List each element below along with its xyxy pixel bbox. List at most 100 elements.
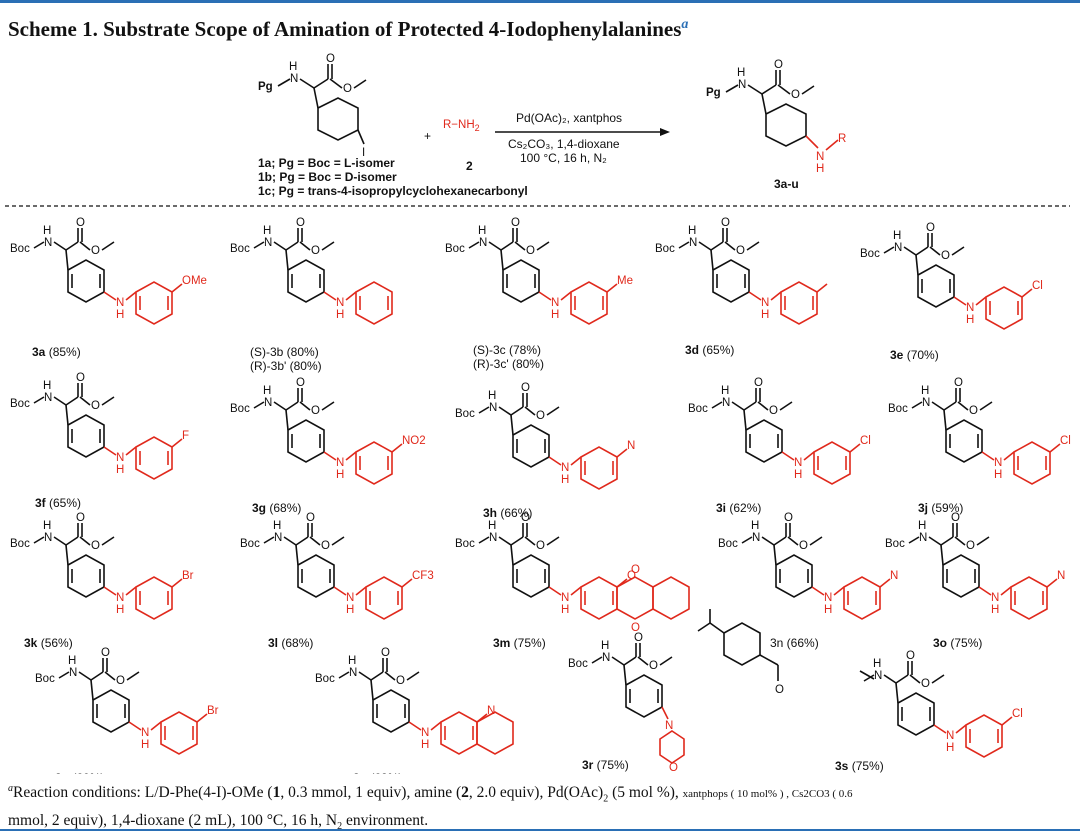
svg-text:Pg: Pg [706, 87, 721, 99]
caption-3b: (S)-3b (80%) [250, 345, 319, 359]
svg-text:O: O [921, 678, 930, 690]
svg-text:N: N [336, 457, 344, 469]
svg-text:N: N [752, 532, 760, 544]
svg-text:N: N [44, 392, 52, 404]
caption-3j: 3j (59%) [918, 501, 963, 515]
boc-label: Boc [10, 243, 30, 255]
svg-text:N: N [561, 462, 569, 474]
svg-text:O: O [627, 570, 636, 582]
caption-3q: 3q (68%) [353, 771, 402, 774]
conditions-line-3: 100 °C, 16 h, N₂ [520, 151, 607, 165]
boc-label: Boc [568, 658, 588, 670]
svg-text:N: N [627, 440, 635, 452]
caption-3s: 3s (75%) [835, 759, 884, 773]
svg-text:N: N [44, 237, 52, 249]
svg-text:F: F [182, 430, 189, 442]
svg-text:H: H [991, 604, 999, 616]
caption-3g: 3g (68%) [252, 501, 301, 515]
conditions-line-2: Cs₂CO₃, 1,4-dioxane [508, 137, 620, 151]
product-general: Pg N H O O N H R [706, 59, 846, 175]
svg-text:N: N [479, 237, 487, 249]
svg-text:O: O [951, 512, 960, 524]
svg-text:OMe: OMe [182, 275, 207, 287]
caption-3l: 3l (68%) [268, 636, 313, 650]
svg-text:N: N [116, 452, 124, 464]
svg-text:N: N [794, 457, 802, 469]
svg-text:O: O [926, 222, 935, 234]
boc-label: Boc [455, 408, 475, 420]
svg-text:H: H [478, 225, 486, 237]
svg-text:N: N [991, 592, 999, 604]
scheme-title: Scheme 1. Substrate Scope of Amination o… [8, 17, 689, 41]
svg-text:N: N [738, 79, 746, 91]
svg-text:N: N [919, 532, 927, 544]
caption-3f: 3f (65%) [35, 496, 81, 510]
svg-text:H: H [488, 390, 496, 402]
svg-text:O: O [91, 245, 100, 257]
boc-label: Boc [718, 538, 738, 550]
boc-label: Boc [885, 538, 905, 550]
svg-text:H: H [737, 67, 745, 79]
svg-text:CF3: CF3 [412, 570, 434, 582]
svg-text:N: N [551, 297, 559, 309]
pg-label: Pg [258, 81, 273, 93]
svg-text:N: N [824, 592, 832, 604]
svg-text:H: H [688, 225, 696, 237]
svg-text:O: O [966, 540, 975, 552]
plus-sign: + [424, 129, 431, 143]
svg-text:O: O [116, 675, 125, 687]
svg-text:N: N [761, 297, 769, 309]
svg-text:O: O [791, 89, 800, 101]
caption-3d: 3d (65%) [685, 343, 734, 357]
svg-text:H: H [561, 604, 569, 616]
svg-text:O: O [76, 217, 85, 229]
caption-3p: 3p (60%) [55, 771, 104, 774]
svg-text:H: H [966, 314, 974, 326]
svg-text:N: N [487, 705, 495, 717]
svg-text:H: H [43, 520, 51, 532]
svg-text:N: N [116, 297, 124, 309]
svg-text:O: O [101, 647, 110, 659]
caption2-3b: (R)-3b' (80%) [250, 359, 322, 373]
svg-text:O: O [631, 622, 640, 634]
caption-3i: 3i (62%) [716, 501, 761, 515]
svg-text:H: H [116, 464, 124, 476]
boc-label: Boc [240, 538, 260, 550]
svg-text:H: H [918, 520, 926, 532]
svg-text:H: H [116, 604, 124, 616]
svg-text:Me: Me [617, 275, 633, 287]
svg-text:O: O [321, 540, 330, 552]
svg-text:H: H [794, 469, 802, 481]
svg-text:N: N [264, 237, 272, 249]
svg-text:N: N [966, 302, 974, 314]
svg-text:N: N [665, 720, 673, 732]
svg-text:O: O [311, 245, 320, 257]
svg-text:O: O [721, 217, 730, 229]
svg-text:H: H [346, 604, 354, 616]
svg-text:H: H [921, 385, 929, 397]
starting-material: Pg N H O O I [258, 53, 367, 159]
svg-text:O: O [91, 540, 100, 552]
svg-text:H: H [263, 385, 271, 397]
svg-text:H: H [289, 61, 297, 73]
caption2-3c: (R)-3c' (80%) [473, 357, 544, 371]
sm-label-1b: 1b; Pg = Boc = D-isomer [258, 170, 397, 184]
svg-text:H: H [816, 163, 824, 175]
